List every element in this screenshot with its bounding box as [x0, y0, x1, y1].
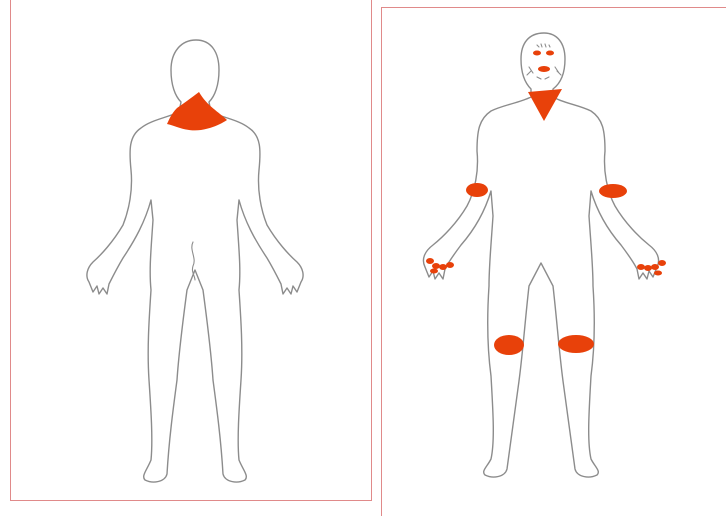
left-eye-region	[533, 51, 541, 56]
right-eye-region	[546, 51, 554, 56]
front-view-figure	[382, 8, 726, 508]
right-knee-region	[558, 335, 594, 353]
mouth-region	[538, 66, 550, 72]
front-view-panel	[381, 7, 726, 516]
upper-back-neck-region	[167, 92, 227, 130]
back-view-figure	[11, 0, 371, 500]
left-elbow-region	[466, 183, 488, 197]
left-knee-region	[494, 335, 524, 355]
back-view-panel	[10, 0, 372, 501]
right-elbow-region	[599, 184, 627, 198]
